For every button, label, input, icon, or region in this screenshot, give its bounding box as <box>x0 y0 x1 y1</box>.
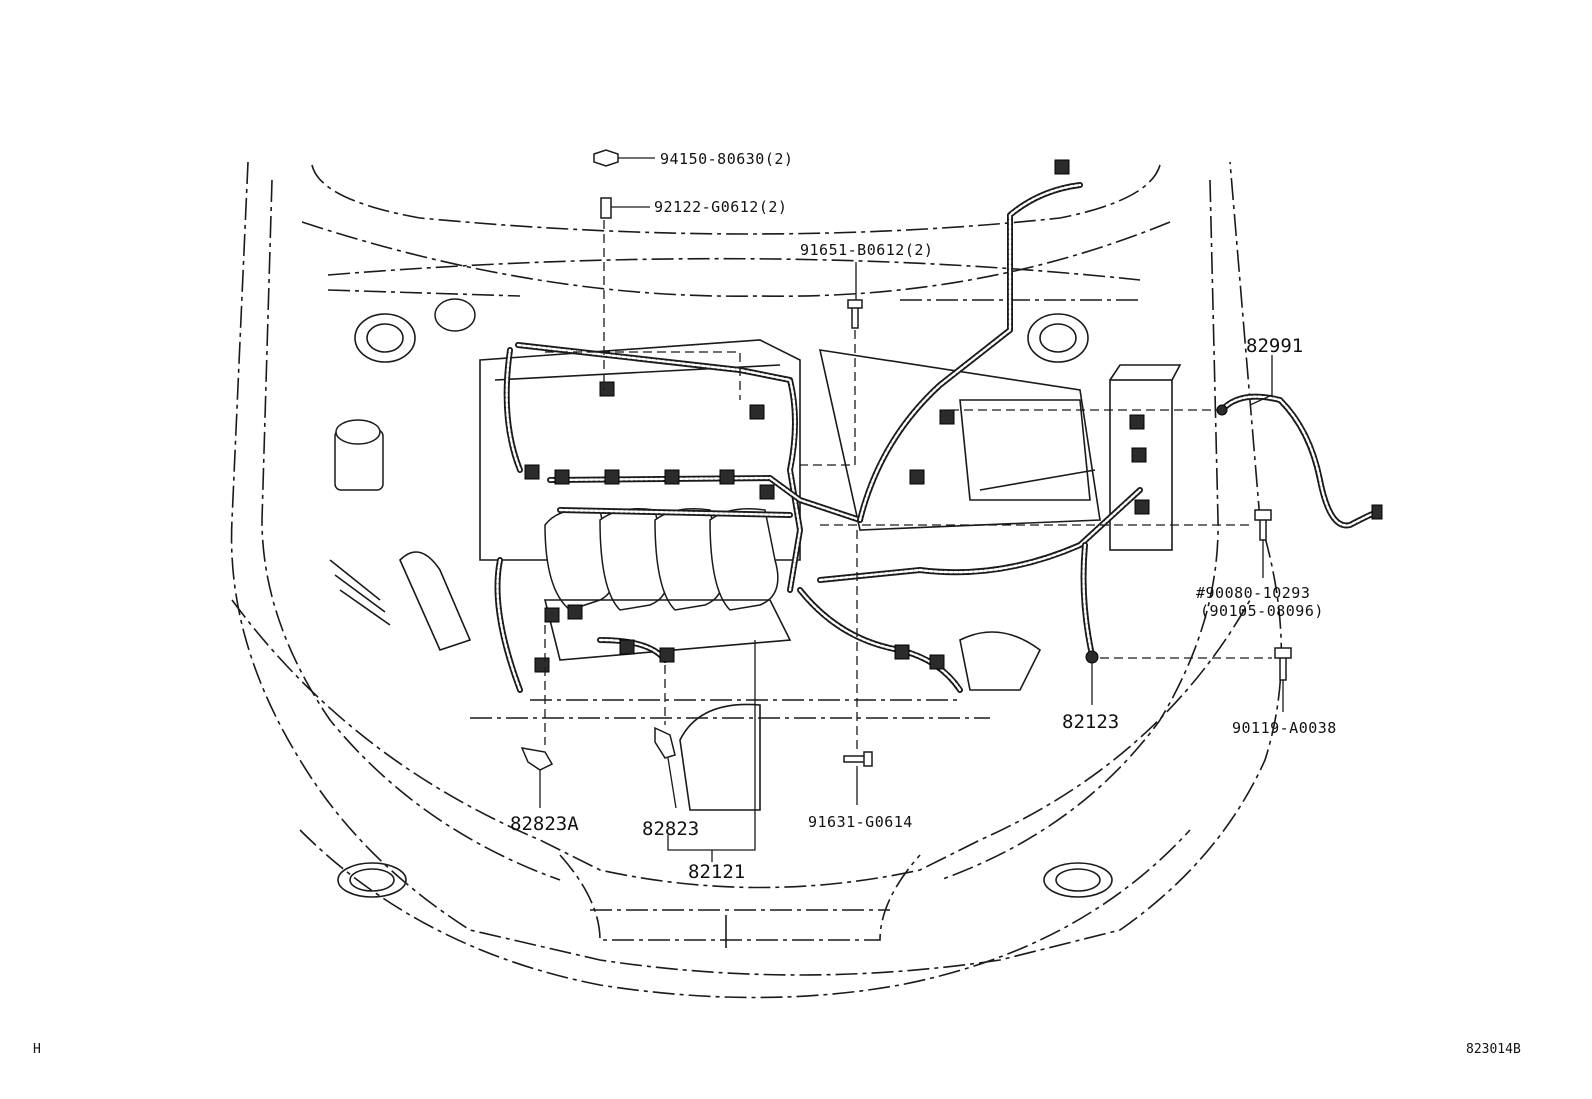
label-90105: (90105-08096) <box>1200 602 1324 620</box>
label-92122: 92122-G0612(2) <box>654 198 787 216</box>
label-91651: 91651-B0612(2) <box>800 241 933 259</box>
wire-harness <box>494 182 1143 693</box>
label-82823: 82823 <box>642 818 699 840</box>
clamp-82823-icon <box>654 726 676 759</box>
wire-82991 <box>1216 393 1383 529</box>
bolt-91631-icon <box>843 751 873 767</box>
corner-code-left: H <box>33 1042 41 1057</box>
bolt-91651-icon <box>847 299 863 329</box>
label-90080: #90080-10293 <box>1196 584 1310 602</box>
label-94150: 94150-80630(2) <box>660 150 793 168</box>
label-91631: 91631-G0614 <box>808 813 913 831</box>
label-82121: 82121 <box>688 861 745 883</box>
stud-92122-icon <box>600 197 612 219</box>
diagram-reference-code: 823014B <box>1466 1042 1521 1057</box>
label-82123: 82123 <box>1062 711 1119 733</box>
engine-assembly <box>329 298 1182 811</box>
fasteners <box>520 149 1292 771</box>
bolt-90119-icon <box>1274 647 1292 681</box>
car-body-outline <box>230 161 1283 999</box>
bolt-90080-icon <box>1254 509 1272 541</box>
label-90119: 90119-A0038 <box>1232 719 1337 737</box>
label-82823a: 82823A <box>510 813 579 835</box>
label-82991: 82991 <box>1246 335 1303 357</box>
part-labels: 94150-80630(2) 92122-G0612(2) 91651-B061… <box>510 150 1337 883</box>
leader-lines <box>539 157 1284 862</box>
ground-82123-icon <box>1085 650 1099 664</box>
connectors <box>524 159 1150 673</box>
clamp-82823a-icon <box>520 747 554 771</box>
nut-94150-icon <box>593 149 619 167</box>
